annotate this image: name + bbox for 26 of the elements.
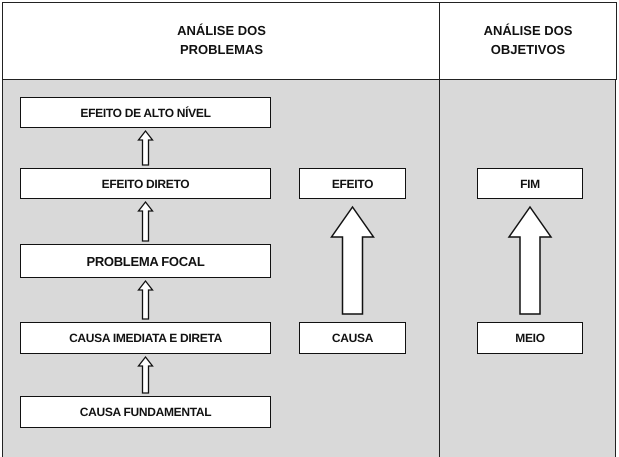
column-heading: ANÁLISE DOS OBJETIVOS — [482, 22, 574, 59]
text-box — [20, 244, 271, 278]
box-label: MEIO — [515, 331, 545, 345]
box-label: CAUSA — [332, 331, 374, 345]
text-box — [477, 322, 583, 354]
arrow — [137, 200, 154, 242]
arrow — [137, 356, 154, 394]
box-label: EFEITO DE ALTO NÍVEL — [80, 106, 211, 120]
arrow — [330, 206, 375, 315]
text-box — [20, 168, 271, 199]
arrow — [137, 130, 154, 166]
text-box — [299, 322, 406, 354]
text-box — [299, 168, 406, 199]
text-box — [20, 396, 271, 428]
text-box — [20, 97, 271, 128]
box-label: FIM — [520, 176, 540, 190]
box-label: PROBLEMA FOCAL — [86, 254, 205, 268]
arrow — [508, 206, 552, 315]
box-label: EFEITO DIRETO — [102, 176, 190, 190]
box-label: CAUSA IMEDIATA E DIRETA — [69, 331, 222, 345]
arrow — [137, 280, 154, 320]
column-heading: ANÁLISE DOS PROBLEMAS — [176, 22, 267, 59]
text-box — [20, 322, 271, 354]
text-box — [477, 168, 583, 199]
box-label: EFEITO — [332, 176, 374, 190]
box-label: CAUSA FUNDAMENTAL — [80, 405, 212, 419]
